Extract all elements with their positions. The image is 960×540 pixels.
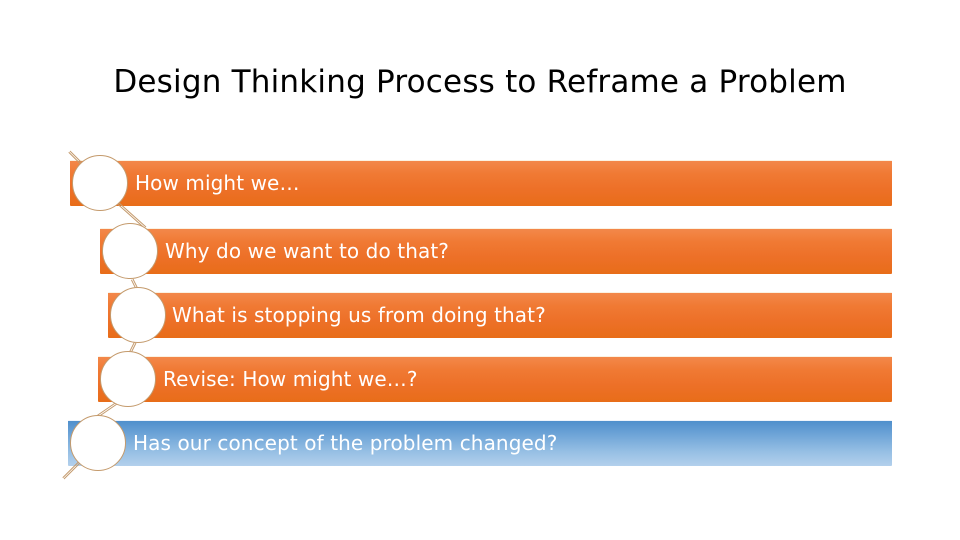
process-step-bar <box>100 228 892 274</box>
process-step-node-1[interactable] <box>72 155 128 211</box>
process-step-node-2[interactable] <box>102 223 158 279</box>
process-step-label: What is stopping us from doing that? <box>172 303 546 327</box>
process-step-label: Why do we want to do that? <box>165 239 449 263</box>
process-step-1[interactable]: How might we… <box>0 160 960 206</box>
process-step-label: How might we… <box>135 171 300 195</box>
process-step-bar <box>98 356 892 402</box>
process-step-3[interactable]: What is stopping us from doing that? <box>0 292 960 338</box>
process-step-label: Revise: How might we…? <box>163 367 418 391</box>
process-step-node-4[interactable] <box>100 351 156 407</box>
process-step-bar <box>70 160 892 206</box>
page-title: Design Thinking Process to Reframe a Pro… <box>113 64 847 100</box>
process-step-label: Has our concept of the problem changed? <box>133 431 558 455</box>
process-step-bar <box>68 420 892 466</box>
process-step-5[interactable]: Has our concept of the problem changed? <box>0 420 960 466</box>
process-step-node-5[interactable] <box>70 415 126 471</box>
process-step-2[interactable]: Why do we want to do that? <box>0 228 960 274</box>
process-step-bar <box>108 292 892 338</box>
process-step-4[interactable]: Revise: How might we…? <box>0 356 960 402</box>
process-step-node-3[interactable] <box>110 287 166 343</box>
